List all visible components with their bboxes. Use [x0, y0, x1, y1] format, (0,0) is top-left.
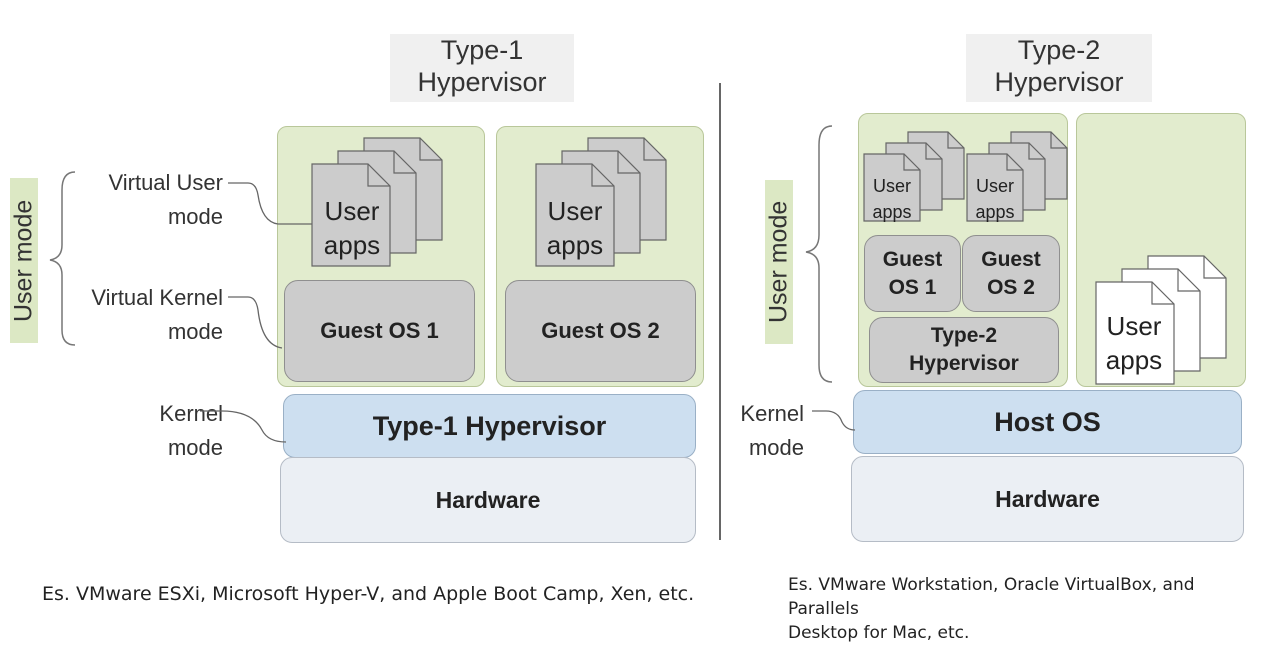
guest-os-2-box: Guest OS 2 [505, 280, 696, 382]
right-vm2-app-stack-icon-page-1-fold [1006, 154, 1023, 171]
virtual-kernel-mode-label: Virtual Kernel mode [91, 285, 223, 344]
vm2-app-stack-icon-page-1-fold [591, 164, 614, 187]
type2-title: Type-2 Hypervisor [966, 34, 1152, 102]
right-vm2-app-stack-icon-page-2-fold [1028, 143, 1045, 160]
guest-os-1-box: Guest OS 1 [284, 280, 475, 382]
left-hardware-box: Hardware [280, 457, 696, 543]
vm2-app-stack-icon-page-1 [535, 163, 615, 267]
host-app-stack-icon-page-3-fold [1203, 256, 1226, 279]
right-vm1-app-stack-icon-page-2-fold [925, 143, 942, 160]
diagram-lines [49, 83, 1227, 540]
left-kernel-connector [200, 410, 287, 443]
right-vm2-apps-label: User apps [975, 176, 1015, 222]
vm1-apps-label: User apps [323, 196, 381, 260]
host-app-stack-icon-page-2-fold [1177, 269, 1200, 292]
right-vm1-app-stack-icon-page-1 [863, 153, 921, 222]
vm1-app-stack-icon-page-1-fold [367, 164, 390, 187]
right-vm1-app-stack-icon-page-3-fold [947, 132, 964, 149]
vm1-app-stack-icon-page-2-fold [393, 151, 416, 174]
virtual-user-mode-label: Virtual User mode [108, 170, 223, 229]
type1-title: Type-1 Hypervisor [390, 34, 574, 102]
host-app-stack-icon-page-1 [1095, 281, 1175, 385]
right-kernel-connector [812, 410, 856, 431]
vm2-app-stack-icon-page-3-fold [643, 138, 666, 161]
host-app-stack-icon-page-1-fold [1151, 282, 1174, 305]
type1-hypervisor-box: Type-1 Hypervisor [283, 394, 696, 458]
guest-os-1-small-box: Guest OS 1 [864, 235, 961, 312]
type2-hypervisor-box: Type-2 Hypervisor [869, 317, 1059, 383]
right-vm1-apps-label: User apps [872, 176, 912, 222]
virtual-kernel-connector [228, 296, 283, 349]
type2-examples-caption: Es. VMware Workstation, Oracle VirtualBo… [788, 575, 1195, 643]
virtual-user-connector [228, 182, 312, 225]
right-kernel-mode-label: Kernel mode [740, 401, 804, 460]
vm1-app-stack-icon-page-1 [311, 163, 391, 267]
vm2-apps-label: User apps [546, 196, 604, 260]
right-vm2-app-stack-icon-page-3-fold [1050, 132, 1067, 149]
left-brace [49, 171, 76, 346]
right-vm2-app-stack-icon-page-1 [966, 153, 1024, 222]
type1-examples-caption: Es. VMware ESXi, Microsoft Hyper-V, and … [42, 583, 695, 605]
host-os-box: Host OS [853, 390, 1242, 454]
guest-os-2-small-box: Guest OS 2 [962, 235, 1060, 312]
host-apps-label: User apps [1105, 311, 1163, 375]
right-brace [805, 125, 833, 383]
vm1-app-stack-icon-page-3-fold [419, 138, 442, 161]
left-kernel-mode-label: Kernel mode [159, 401, 223, 460]
right-vm1-app-stack-icon-page-1-fold [903, 154, 920, 171]
right-hardware-box: Hardware [851, 456, 1244, 542]
vm2-app-stack-icon-page-2-fold [617, 151, 640, 174]
